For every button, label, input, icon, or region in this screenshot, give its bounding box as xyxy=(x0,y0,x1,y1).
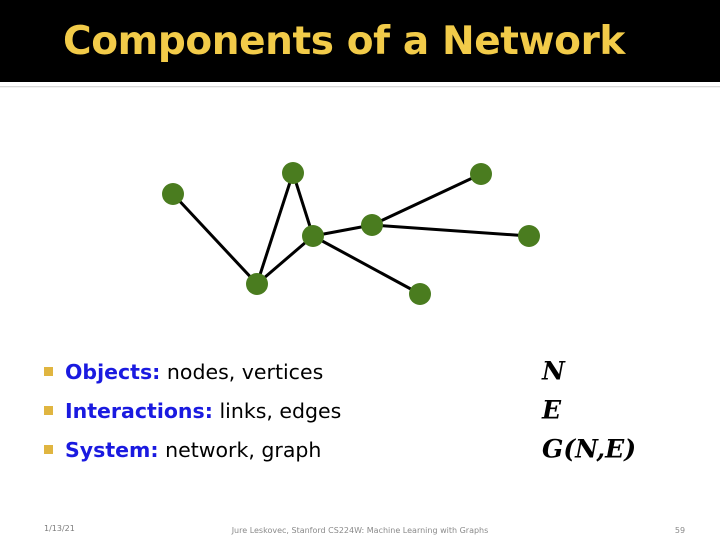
bullet-system-label: System: xyxy=(65,437,159,462)
bullet-objects-text: Objects: nodes, vertices xyxy=(65,360,323,384)
bullet-interactions-description: links, edges xyxy=(212,398,342,423)
graph-node xyxy=(518,225,540,247)
bullet-objects-symbol: N xyxy=(542,356,565,386)
graph-edge-layer xyxy=(171,171,531,296)
bullet-system-text: System: network, graph xyxy=(65,438,321,462)
footer-page-number: 59 xyxy=(674,526,686,535)
graph-edge xyxy=(291,171,315,238)
graph-edge xyxy=(370,172,483,227)
bullet-interactions-symbol: E xyxy=(542,395,562,425)
graph-edge xyxy=(311,234,422,296)
bullet-interactions-text: Interactions: links, edges xyxy=(65,399,341,423)
bullet-interactions-label: Interactions: xyxy=(65,398,213,423)
bullet-item-interactions: Interactions: links, edges E xyxy=(44,391,684,430)
bullet-square-icon xyxy=(44,445,53,454)
graph-edge xyxy=(255,171,295,286)
graph-node xyxy=(246,273,268,295)
bullet-item-objects: Objects: nodes, vertices N xyxy=(44,352,684,391)
graph-node-layer xyxy=(162,162,540,305)
graph-node xyxy=(361,214,383,236)
bullet-objects-label: Objects: xyxy=(65,359,161,384)
graph-node xyxy=(470,163,492,185)
graph-node xyxy=(302,225,324,247)
footer-date: 1/13/21 xyxy=(44,524,75,533)
network-graph-diagram xyxy=(140,150,560,320)
bullet-square-icon xyxy=(44,406,53,415)
graph-edge xyxy=(255,234,315,286)
graph-node xyxy=(282,162,304,184)
title-bar: Components of a Network xyxy=(0,0,720,82)
page-title: Components of a Network xyxy=(63,19,625,64)
graph-node xyxy=(162,183,184,205)
bullet-system-description: network, graph xyxy=(158,437,322,462)
bullet-item-system: System: network, graph G(N,E) xyxy=(44,430,684,469)
bullet-system-symbol: G(N,E) xyxy=(542,434,637,464)
graph-node xyxy=(409,283,431,305)
title-divider xyxy=(0,86,720,88)
bullet-list: Objects: nodes, vertices N Interactions:… xyxy=(44,352,684,469)
graph-edge xyxy=(370,223,531,238)
bullet-objects-description: nodes, vertices xyxy=(160,359,324,384)
graph-edge xyxy=(171,192,259,286)
bullet-square-icon xyxy=(44,367,53,376)
footer-attribution: Jure Leskovec, Stanford CS224W: Machine … xyxy=(231,526,489,535)
network-graph-svg xyxy=(162,162,540,305)
